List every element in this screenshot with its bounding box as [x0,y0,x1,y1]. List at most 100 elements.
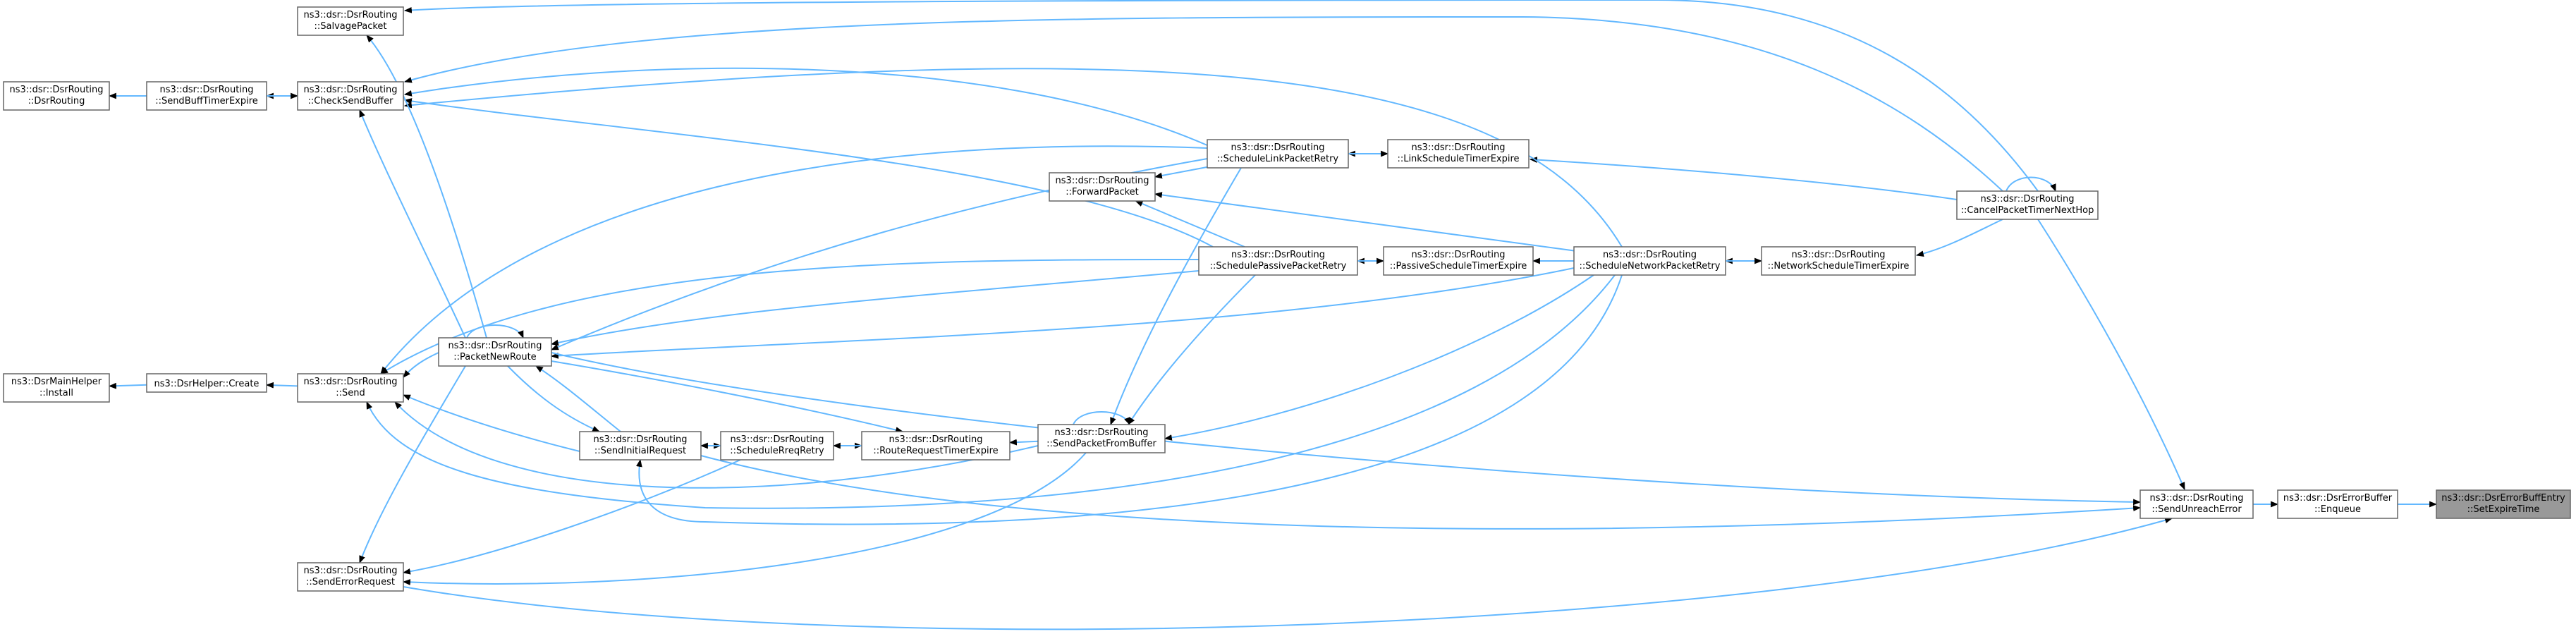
node-box [861,431,1011,461]
node-label: ns3::dsr::DsrRouting [1603,250,1697,260]
node-label: ::Install [39,388,73,398]
node-label: ::CheckSendBuffer [308,96,394,106]
node-helperCreate[interactable]: ns3::DsrHelper::Create [146,373,267,393]
node-schedLink[interactable]: ns3::dsr::DsrRouting::ScheduleLinkPacket… [1207,139,1349,169]
node-label: ns3::dsr::DsrRouting [2150,493,2244,504]
node-label: ns3::dsr::DsrRouting [1792,250,1886,260]
edge-schedNetwork-to-checkSendBuffer [403,68,1623,248]
edge-sendFromBuffer-to-sendErrorReq [402,452,1087,585]
edge-send-to-helperCreate [265,382,298,389]
node-box [146,81,267,111]
node-box [1207,139,1349,169]
edge-schedNetwork-to-sendFromBuffer [1164,274,1594,441]
node-box [297,6,404,36]
node-label: ::ForwardPacket [1066,187,1139,197]
node-enqueue[interactable]: ns3::dsr::DsrErrorBuffer::Enqueue [2277,489,2398,519]
node-label: ns3::dsr::DsrRouting [160,85,254,95]
node-dsrRouting[interactable]: ns3::dsr::DsrRouting::DsrRouting [3,81,110,111]
node-box [297,81,404,111]
node-box [1387,139,1530,169]
node-label: ::DsrRouting [28,96,85,106]
node-label: ::LinkScheduleTimerExpire [1397,154,1519,164]
node-send[interactable]: ns3::dsr::DsrRouting::Send [297,373,404,403]
node-sendBuffTimer[interactable]: ns3::dsr::DsrRouting::SendBuffTimerExpir… [146,81,267,111]
edge-helperCreate-to-mainHelperInstall [108,382,147,389]
node-box [1049,172,1156,202]
node-passiveSchedTimer[interactable]: ns3::dsr::DsrRouting::PassiveScheduleTim… [1383,246,1534,276]
node-packetNewRoute[interactable]: ns3::dsr::DsrRouting::PacketNewRoute [438,337,552,367]
node-networkSchedTimer[interactable]: ns3::dsr::DsrRouting::NetworkScheduleTim… [1761,246,1916,276]
node-sendErrorReq[interactable]: ns3::dsr::DsrRouting::SendErrorRequest [297,562,404,592]
node-schedPassive[interactable]: ns3::dsr::DsrRouting::SchedulePassivePac… [1198,246,1358,276]
edge-packetNewRoute-to-packetNewRoute [466,324,524,339]
node-box [3,373,110,403]
edge-schedReqRetry-to-sendErrorReq [402,459,741,575]
edge-cancelTimer-to-sendUnreach [2037,219,2185,491]
node-label: ns3::DsrHelper::Create [154,379,260,389]
edge-sendInitial-to-sendUnreach [700,455,2142,530]
node-label: ::SendErrorRequest [306,577,395,587]
edge-schedPassive-to-sendFromBuffer [1128,274,1256,425]
edge-sendErrorReq-to-sendUnreach [403,517,2173,630]
node-label: ns3::dsr::DsrRouting [1055,427,1149,438]
node-forwardPacket[interactable]: ns3::dsr::DsrRouting::ForwardPacket [1049,172,1156,202]
node-label: ns3::dsr::DsrRouting [1231,250,1325,260]
call-edges [108,0,2438,630]
call-nodes: ns3::dsr::DsrErrorBuffEntry::SetExpireTi… [3,6,2571,592]
node-label: ns3::dsr::DsrRouting [1412,142,1506,153]
node-label: ns3::dsr::DsrRouting [1231,142,1325,153]
node-label: ns3::dsr::DsrRouting [10,85,104,95]
edge-sendFromBuffer-to-routeReqTimer [1008,439,1039,446]
edge-packetNewRoute-to-sendInitial [507,365,601,432]
node-label: ::SalvagePacket [314,21,386,32]
node-linkSchedTimer[interactable]: ns3::dsr::DsrRouting::LinkScheduleTimerE… [1387,139,1530,169]
edge-cancelTimer-to-cancelTimer [2006,176,2056,193]
node-label: ns3::dsr::DsrRouting [731,434,824,445]
node-schedReqRetry[interactable]: ns3::dsr::DsrRouting::ScheduleRreqRetry [720,431,834,461]
node-target[interactable]: ns3::dsr::DsrErrorBuffEntry::SetExpireTi… [2436,489,2571,519]
edge-schedLink-to-forwardPacket [1154,166,1208,179]
edge-cancelTimer-to-linkSchedTimer [1529,157,1958,200]
node-box [3,81,110,111]
node-checkSendBuffer[interactable]: ns3::dsr::DsrRouting::CheckSendBuffer [297,81,404,111]
node-sendFromBuffer[interactable]: ns3::dsr::DsrRouting::SendPacketFromBuff… [1037,424,1166,453]
node-box [297,562,404,592]
node-label: ns3::dsr::DsrRouting [1412,250,1506,260]
edge-packetNewRoute-to-sendUnreach [551,352,2142,506]
edge-schedLink-to-send [380,145,1208,374]
node-sendInitial[interactable]: ns3::dsr::DsrRouting::SendInitialRequest [579,431,702,461]
node-label: ns3::DsrMainHelper [11,377,102,387]
edge-sendInitial-to-send [402,394,580,452]
node-box [1761,246,1916,276]
edge-schedNetwork-to-packetNewRoute [550,267,1575,359]
node-box [2277,489,2398,519]
node-salvage[interactable]: ns3::dsr::DsrRouting::SalvagePacket [297,6,404,36]
node-schedNetwork[interactable]: ns3::dsr::DsrRouting::ScheduleNetworkPac… [1573,246,1726,276]
node-label: ns3::dsr::DsrRouting [1056,176,1149,186]
node-box [1573,246,1726,276]
node-label: ::Enqueue [2314,504,2361,515]
edge-schedNetwork-to-send [366,274,1616,509]
node-label: ::SetExpireTime [2467,504,2540,515]
node-label: ::ScheduleNetworkPacketRetry [1580,261,1721,272]
node-mainHelperInstall[interactable]: ns3::DsrMainHelper::Install [3,373,110,403]
edge-packetNewRoute-to-checkSendBuffer [359,109,466,339]
node-box [579,431,702,461]
edge-sendFromBuffer-to-sendFromBuffer [1073,411,1130,426]
node-box [146,373,267,393]
node-box [438,337,552,367]
edge-packetNewRoute-to-routeReqTimer [551,360,904,433]
node-label: ns3::dsr::DsrRouting [1981,194,2075,205]
node-sendUnreach[interactable]: ns3::dsr::DsrRouting::SendUnreachError [2139,489,2254,519]
edge-schedPassive-to-forwardPacket [1135,200,1245,248]
node-box [297,373,404,403]
node-box [1383,246,1534,276]
node-label: ::ScheduleLinkPacketRetry [1217,154,1339,164]
node-label: ::SendUnreachError [2151,504,2242,515]
node-routeReqTimer[interactable]: ns3::dsr::DsrRouting::RouteRequestTimerE… [861,431,1011,461]
edge-sendFromBuffer-to-send [394,401,1039,489]
node-cancelTimer[interactable]: ns3::dsr::DsrRouting::CancelPacketTimerN… [1956,190,2099,220]
node-label: ns3::dsr::DsrRouting [304,10,398,20]
node-label: ::Send [336,388,365,398]
